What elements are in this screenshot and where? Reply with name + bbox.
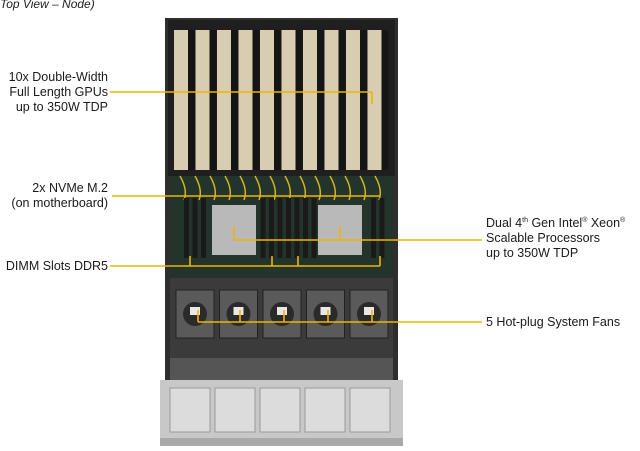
cable [254, 175, 262, 201]
cable [239, 175, 247, 201]
dimm-slot [184, 198, 189, 258]
cpu-callout-line-2: Scalable Processors [486, 231, 600, 245]
drive-panel [214, 387, 256, 433]
gpu-card [238, 30, 253, 170]
motherboard [170, 175, 393, 276]
drive-panel [259, 387, 301, 433]
system-fan [262, 289, 302, 339]
drive-panel [304, 387, 346, 433]
dimm-slot [277, 198, 283, 258]
gpu-card [174, 30, 188, 170]
cable [359, 175, 367, 201]
dimm-slot [260, 198, 266, 258]
leader-lines [110, 91, 482, 323]
dimm-slot [286, 198, 291, 258]
gpu-callout: 10x Double-Width Full Length GPUs up to … [9, 70, 108, 115]
gpu-card-gap [360, 30, 367, 170]
gpu-card [195, 30, 210, 170]
gpu-card [281, 30, 296, 170]
cable [224, 175, 232, 201]
gpu-card-gap [252, 30, 260, 170]
dimm-slot [201, 198, 206, 258]
gpu-card-gap [317, 30, 324, 170]
cable [194, 175, 202, 201]
gpu-card-gap [381, 30, 389, 170]
dimm-slot [311, 198, 317, 258]
fan-group [175, 289, 389, 339]
drive-bay [160, 358, 403, 446]
dimm-slot [371, 198, 376, 258]
dimm-slot [294, 198, 300, 258]
gpu-callout-line-3: up to 350W TDP [15, 100, 108, 114]
gpu-card-gap [274, 30, 281, 170]
cable [209, 175, 217, 201]
gpu-card-gap [231, 30, 238, 170]
cpu-callout-line-3: up to 350W TDP [486, 246, 579, 260]
gpu-card-group [174, 30, 389, 170]
gpu-card-gap [209, 30, 217, 170]
cpu-callout: Dual 4th Gen Intel® Xeon® Scalable Proce… [486, 216, 625, 261]
cable [314, 175, 322, 201]
gpu-card [260, 30, 274, 170]
fan-bay [170, 278, 393, 358]
cpu-callout-line-1: Dual 4th Gen Intel® Xeon® [486, 216, 626, 230]
gpu-card [346, 30, 360, 170]
gpu-card [324, 30, 339, 170]
dimm-slot [269, 198, 274, 258]
drive-panel [169, 387, 211, 433]
fan-latch [190, 307, 200, 315]
dimm-slot [303, 198, 308, 258]
fan-callout: 5 Hot-plug System Fans [486, 315, 620, 330]
fan-callout-line-1: 5 Hot-plug System Fans [486, 315, 621, 329]
view-title: Top View – Node) [0, 0, 95, 11]
gpu-card [217, 30, 231, 170]
cable [269, 175, 277, 201]
nvme-callout-line-1: 2x NVMe M.2 [32, 181, 108, 195]
fan-latch [364, 307, 374, 315]
drive-panel [349, 387, 391, 433]
dimm-callout: DIMM Slots DDR5 [6, 259, 108, 274]
dimm-callout-line-1: DIMM Slots DDR5 [5, 259, 108, 273]
fan-latch [320, 307, 331, 315]
gpu-card [303, 30, 317, 170]
nvme-callout: 2x NVMe M.2 (on motherboard) [11, 181, 108, 211]
dimm-slot [192, 198, 198, 258]
system-fan [175, 289, 215, 339]
gpu-card [367, 30, 382, 170]
dimm-slots [184, 198, 385, 258]
gpu-card-gap [295, 30, 303, 170]
dimm-slot [379, 198, 385, 258]
fan-latch [277, 307, 287, 315]
gpu-callout-line-2: Full Length GPUs [9, 85, 108, 99]
drive-panels [169, 387, 391, 433]
cable [344, 175, 352, 201]
gpu-card-gap [188, 30, 195, 170]
fan-latch [233, 307, 244, 315]
nvme-callout-line-2: (on motherboard) [11, 196, 108, 210]
gpu-callout-line-1: 10x Double-Width [8, 70, 108, 84]
cable [329, 175, 337, 201]
gpu-card-gap [338, 30, 346, 170]
